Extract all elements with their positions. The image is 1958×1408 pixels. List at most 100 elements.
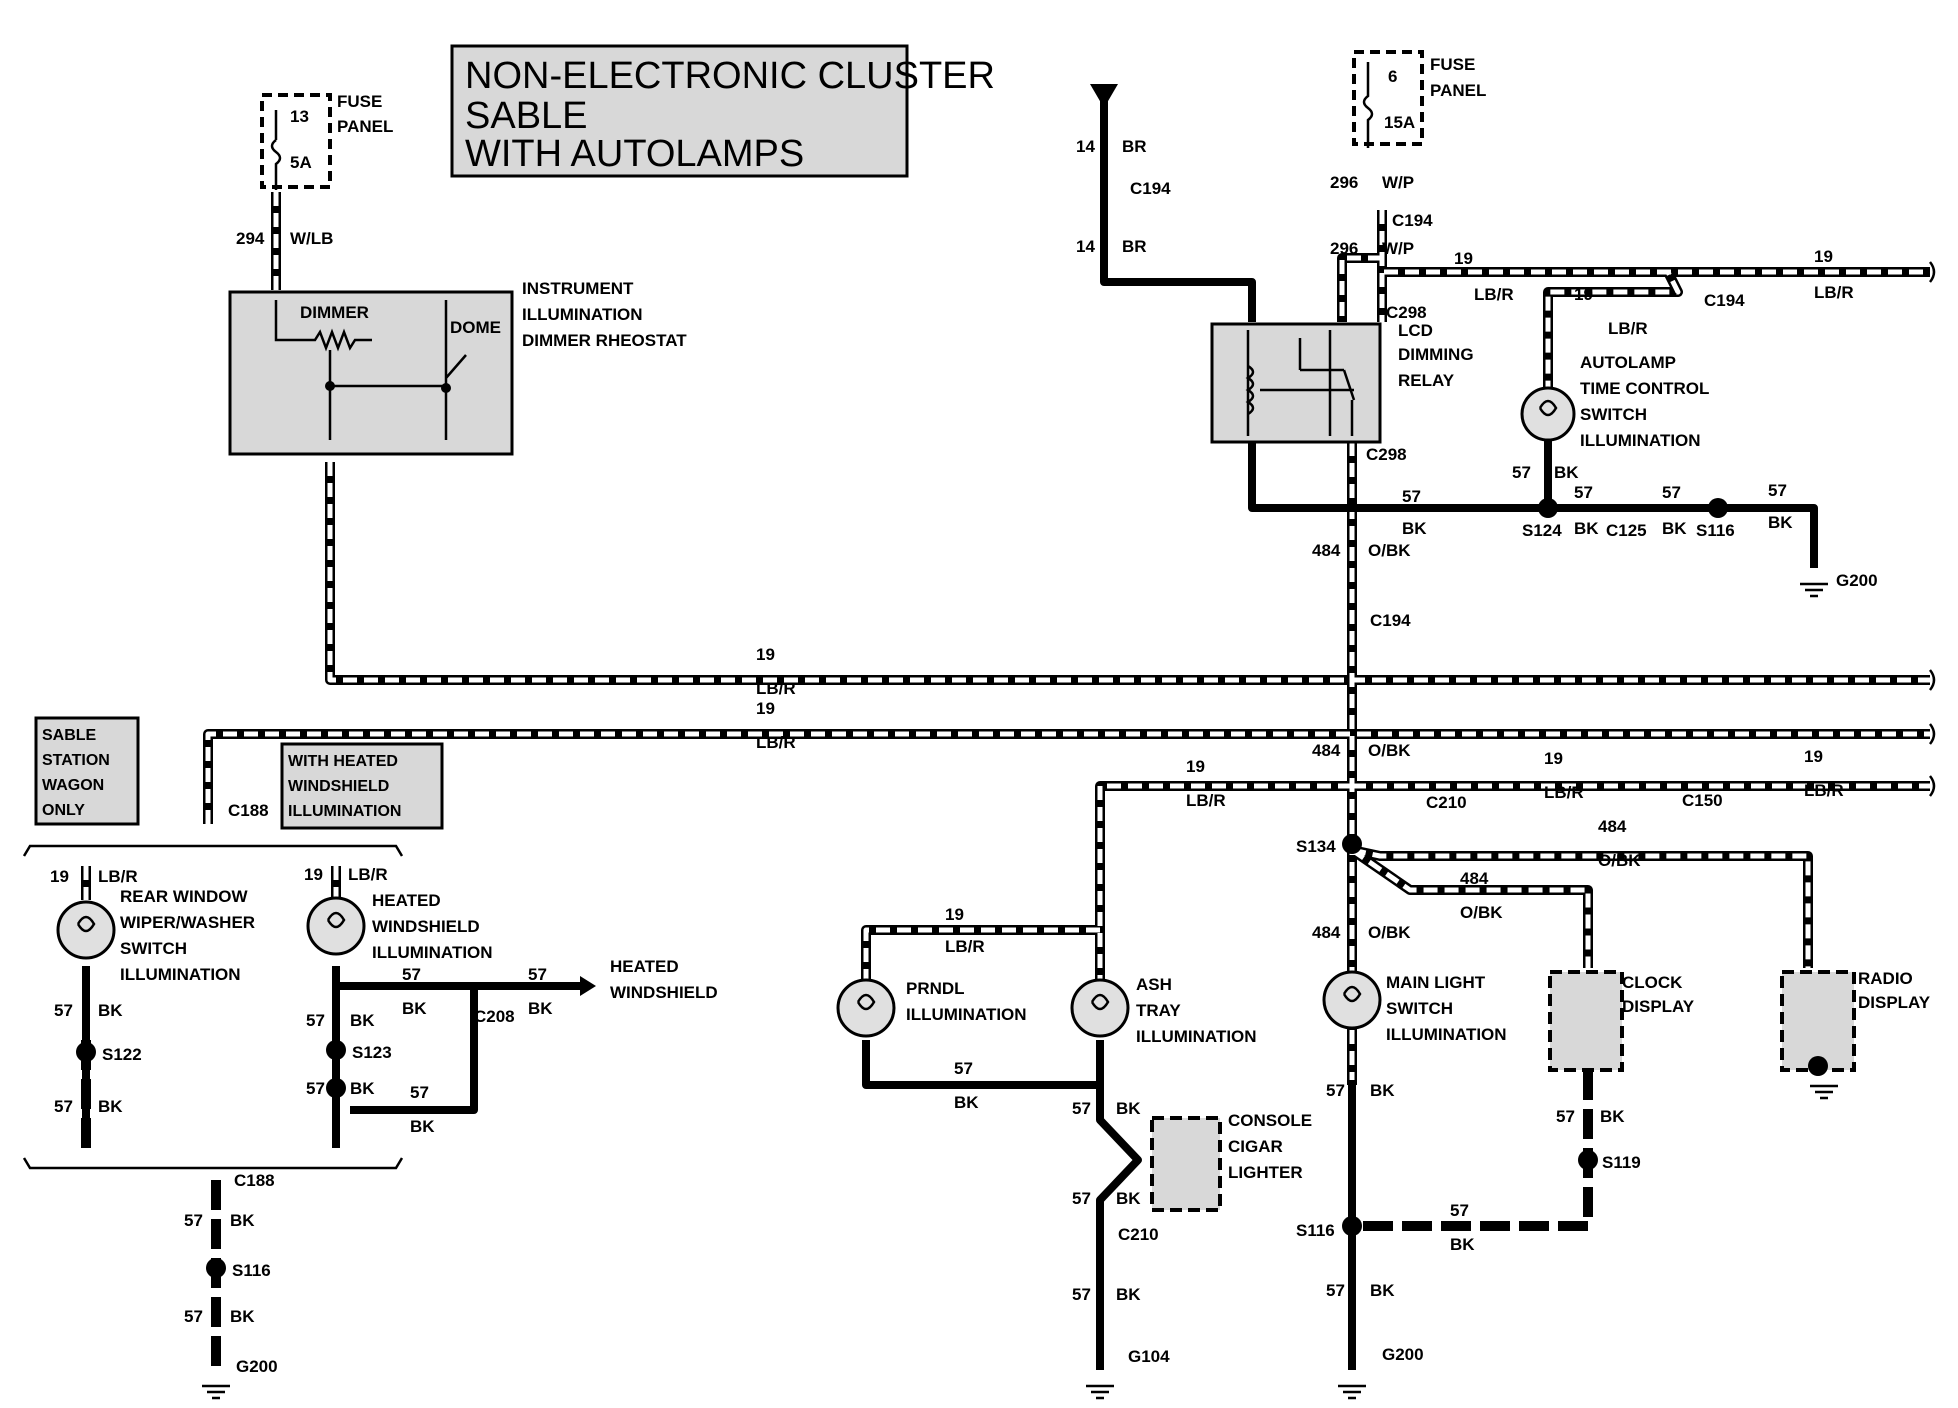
svg-text:BK: BK <box>402 999 427 1018</box>
c125-label: C125 <box>1606 521 1647 540</box>
rheostat-dimmer-label: DIMMER <box>300 303 369 322</box>
rear-wiper-4: ILLUMINATION <box>120 965 241 984</box>
note-heated-3: ILLUMINATION <box>288 803 401 820</box>
dimming-relay: LCD DIMMING RELAY <box>1210 321 1474 444</box>
s134-label: S134 <box>1296 837 1336 856</box>
c208-label: C208 <box>474 1007 515 1026</box>
relay-name-1: DIMMING <box>1398 345 1474 364</box>
svg-text:57: 57 <box>1662 483 1681 502</box>
heated-ws-ill-3: ILLUMINATION <box>372 943 493 962</box>
svg-text:296: 296 <box>1330 173 1358 192</box>
svg-text:BK: BK <box>1554 463 1579 482</box>
svg-text:O/BK: O/BK <box>1368 741 1411 760</box>
svg-text:BK: BK <box>1600 1107 1625 1126</box>
svg-text:BK: BK <box>1116 1189 1141 1208</box>
autolamp-name-1: AUTOLAMP <box>1580 353 1676 372</box>
svg-text:LB/R: LB/R <box>1186 791 1226 810</box>
svg-text:57: 57 <box>306 1011 325 1030</box>
autolamp-switch-illumination: AUTOLAMP TIME CONTROL SWITCH ILLUMINATIO… <box>1520 353 1709 450</box>
svg-text:57: 57 <box>1556 1107 1575 1126</box>
wire-labels: 14 BR 14 BR 296 W/P 296 W/P 19 LB/R 19 L… <box>50 137 1854 1326</box>
c298-label-2: C298 <box>1366 445 1407 464</box>
title-line-1: NON-ELECTRONIC CLUSTER <box>465 55 995 97</box>
svg-text:LB/R: LB/R <box>1608 319 1648 338</box>
c188-label-1: C188 <box>228 801 269 820</box>
main-light-3: ILLUMINATION <box>1386 1025 1507 1044</box>
rear-wiper-3: SWITCH <box>120 939 187 958</box>
svg-text:BK: BK <box>230 1307 255 1326</box>
rear-wiper-illumination: REAR WINDOW WIPER/WASHER SWITCH ILLUMINA… <box>56 887 255 984</box>
c194-label-4: C194 <box>1370 611 1411 630</box>
note-wagon-4: ONLY <box>42 802 85 819</box>
fuse-right-label-1: FUSE <box>1430 55 1475 74</box>
dimmer-rheostat: DIMMER DOME INSTRUMENT ILLUMINATION DIMM… <box>228 279 687 456</box>
svg-text:484: 484 <box>1312 923 1341 942</box>
c210-label-2: C210 <box>1118 1225 1159 1244</box>
c194-label-2: C194 <box>1392 211 1433 230</box>
clock-display: CLOCK DISPLAY <box>1548 970 1695 1072</box>
splice-dots <box>76 498 1728 1278</box>
svg-text:19: 19 <box>945 905 964 924</box>
light-wires <box>81 192 1930 1085</box>
rheostat-name-1: INSTRUMENT <box>522 279 634 298</box>
svg-text:57: 57 <box>1326 1081 1345 1100</box>
splice-labels: S124 S116 S116 S116 S134 S122 S123 S119 … <box>102 521 1878 1376</box>
svg-text:O/BK: O/BK <box>1368 541 1411 560</box>
svg-text:BR: BR <box>1122 237 1147 256</box>
svg-text:BK: BK <box>410 1117 435 1136</box>
s123-label: S123 <box>352 1043 392 1062</box>
cigar-2: CIGAR <box>1228 1137 1283 1156</box>
ground-symbols <box>202 582 1838 1400</box>
svg-text:O/BK: O/BK <box>1368 923 1411 942</box>
autolamp-name-2: TIME CONTROL <box>1580 379 1709 398</box>
fuse-left-label-2: PANEL <box>337 117 393 136</box>
title-line-2: SABLE <box>465 95 588 137</box>
svg-text:BK: BK <box>1450 1235 1475 1254</box>
c298-label-1: C298 <box>1386 303 1427 322</box>
svg-text:57: 57 <box>528 965 547 984</box>
svg-text:19: 19 <box>1544 749 1563 768</box>
svg-text:BK: BK <box>350 1011 375 1030</box>
fuse-right-number: 6 <box>1388 67 1397 86</box>
s124-label: S124 <box>1522 521 1562 540</box>
rheostat-dome-label: DOME <box>450 318 501 337</box>
s119-label: S119 <box>1602 1153 1641 1172</box>
cigar-3: LIGHTER <box>1228 1163 1303 1182</box>
svg-text:19: 19 <box>1574 285 1593 304</box>
fuse-left-amps: 5A <box>290 153 312 172</box>
svg-text:57: 57 <box>1072 1099 1091 1118</box>
s116-label-2: S116 <box>1296 1221 1335 1240</box>
svg-text:57: 57 <box>54 1001 73 1020</box>
clock-2: DISPLAY <box>1622 997 1695 1016</box>
svg-text:57: 57 <box>1326 1281 1345 1300</box>
note-wagon-1: SABLE <box>42 727 97 744</box>
svg-text:484: 484 <box>1312 741 1341 760</box>
svg-text:BK: BK <box>954 1093 979 1112</box>
input-arrow <box>1090 84 1118 108</box>
svg-text:19: 19 <box>1454 249 1473 268</box>
svg-text:19: 19 <box>1804 747 1823 766</box>
bracket-bottom <box>22 1157 404 1170</box>
svg-text:57: 57 <box>184 1211 203 1230</box>
svg-text:BK: BK <box>528 999 553 1018</box>
svg-text:LB/R: LB/R <box>1474 285 1514 304</box>
g200-label-1: G200 <box>1836 571 1878 590</box>
svg-text:57: 57 <box>1512 463 1531 482</box>
ash-tray-1: ASH <box>1136 975 1172 994</box>
ash-tray-3: ILLUMINATION <box>1136 1027 1257 1046</box>
svg-text:LB/R: LB/R <box>945 937 985 956</box>
radio-2: DISPLAY <box>1858 993 1931 1012</box>
prndl-2: ILLUMINATION <box>906 1005 1027 1024</box>
svg-text:LB/R: LB/R <box>348 865 388 884</box>
svg-text:57: 57 <box>954 1059 973 1078</box>
relay-prefix: LCD <box>1398 321 1433 340</box>
svg-text:296: 296 <box>1330 239 1358 258</box>
svg-text:W/P: W/P <box>1382 239 1414 258</box>
svg-text:484: 484 <box>1312 541 1341 560</box>
svg-text:57: 57 <box>1574 483 1593 502</box>
ash-tray-illumination: ASH TRAY ILLUMINATION <box>1070 975 1257 1046</box>
g200-label-3: G200 <box>1382 1345 1424 1364</box>
heated-ws-2: WINDSHIELD <box>610 983 718 1002</box>
svg-text:57: 57 <box>402 965 421 984</box>
